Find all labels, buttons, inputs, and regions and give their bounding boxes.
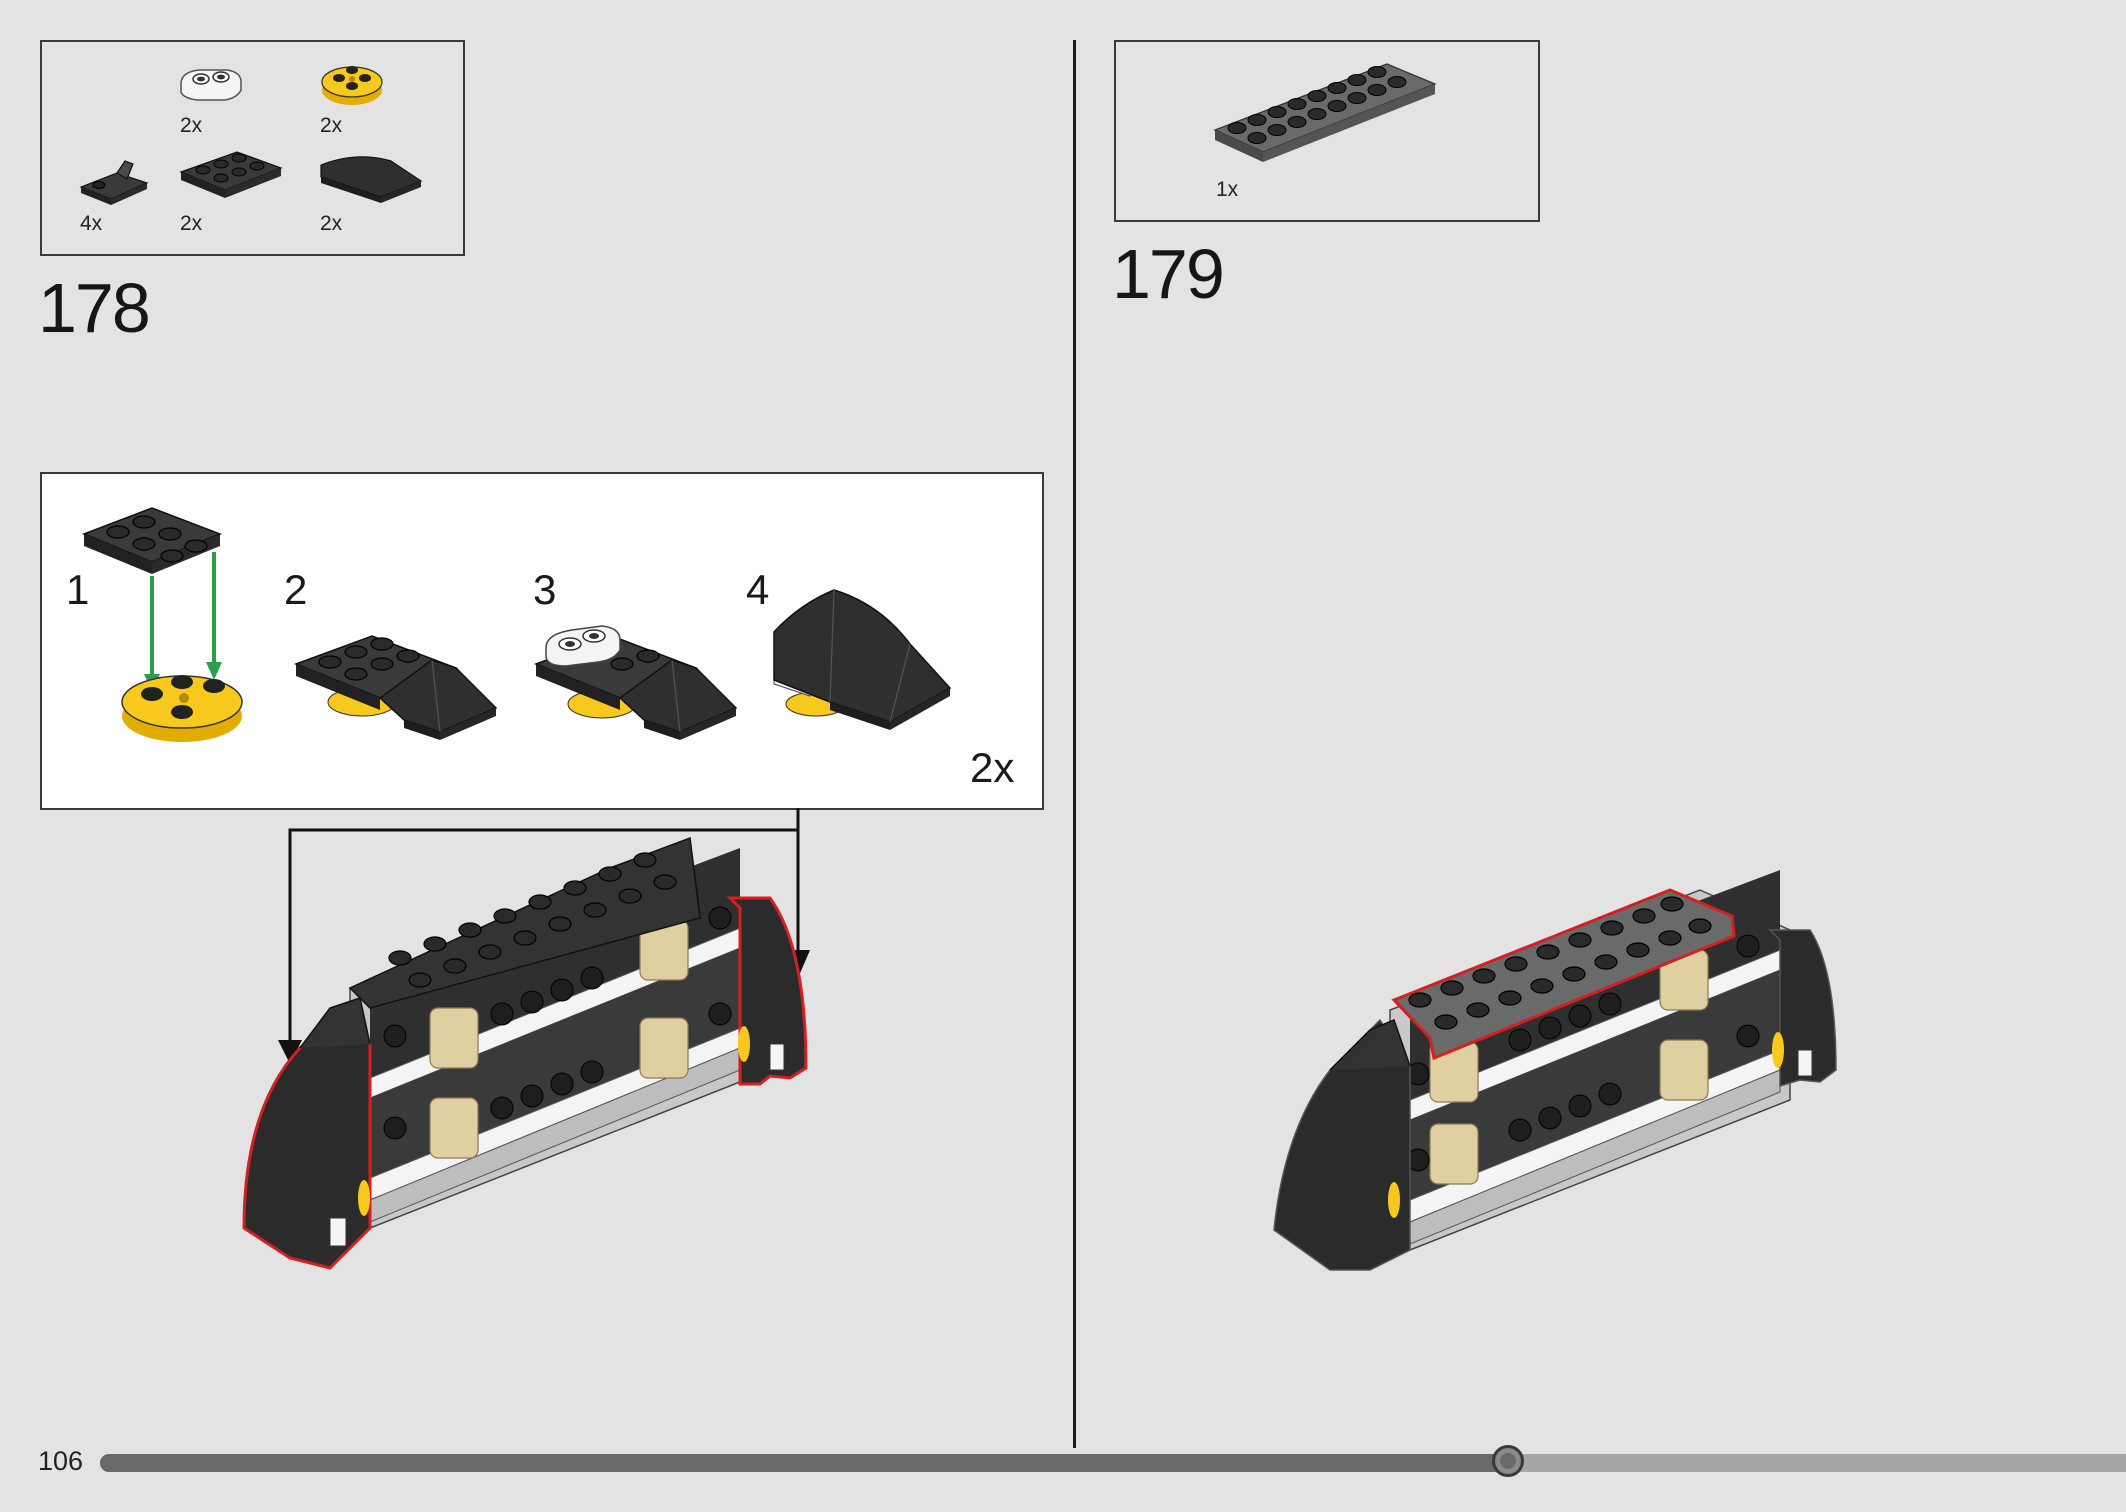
progress-bar xyxy=(100,1445,2126,1477)
repeat-multiplier: 2x xyxy=(970,744,1015,791)
assembly-illustration-step-178 xyxy=(242,808,810,1270)
progress-bar-knob xyxy=(1492,1445,1525,1477)
part-qty: 4x xyxy=(80,212,103,235)
part-qty: 2x xyxy=(320,212,343,235)
white-double-jumper-plate-icon xyxy=(180,69,242,101)
yellow-round-plate-icon xyxy=(321,66,383,105)
substep-number: 1 xyxy=(66,566,90,613)
parts-list-step-178: 2x 2x 4x 2x 2x xyxy=(40,40,465,256)
step-number: 179 xyxy=(1112,235,1225,313)
substep-number: 4 xyxy=(746,566,770,613)
part-qty: 2x xyxy=(180,212,203,235)
substep-2-illustration xyxy=(293,635,498,740)
dark-curved-slope-icon xyxy=(320,156,423,203)
down-arrow-icon xyxy=(278,1040,302,1064)
page-number: 106 xyxy=(38,1446,84,1476)
progress-bar-fill xyxy=(100,1454,1509,1472)
substep-3-illustration xyxy=(533,625,738,740)
substep-number: 2 xyxy=(284,566,308,613)
part-qty: 2x xyxy=(180,114,203,137)
substep-4-illustration xyxy=(773,589,952,730)
dark-2x3-plate-icon xyxy=(179,151,283,198)
step-number: 178 xyxy=(38,269,151,347)
dark-gray-2x8-plate-icon xyxy=(1213,63,1437,162)
assembly-illustration-step-179 xyxy=(1273,870,1837,1271)
subassembly-box: 1 2 3 4 2x xyxy=(40,472,1044,810)
part-qty: 1x xyxy=(1216,178,1239,201)
part-qty: 2x xyxy=(320,114,343,137)
dark-bracket-icon xyxy=(79,160,149,205)
page-divider xyxy=(1073,40,1076,1448)
substep-number: 3 xyxy=(533,566,557,613)
substep-1-illustration xyxy=(81,507,243,742)
parts-list-step-179: 1x xyxy=(1114,40,1540,222)
